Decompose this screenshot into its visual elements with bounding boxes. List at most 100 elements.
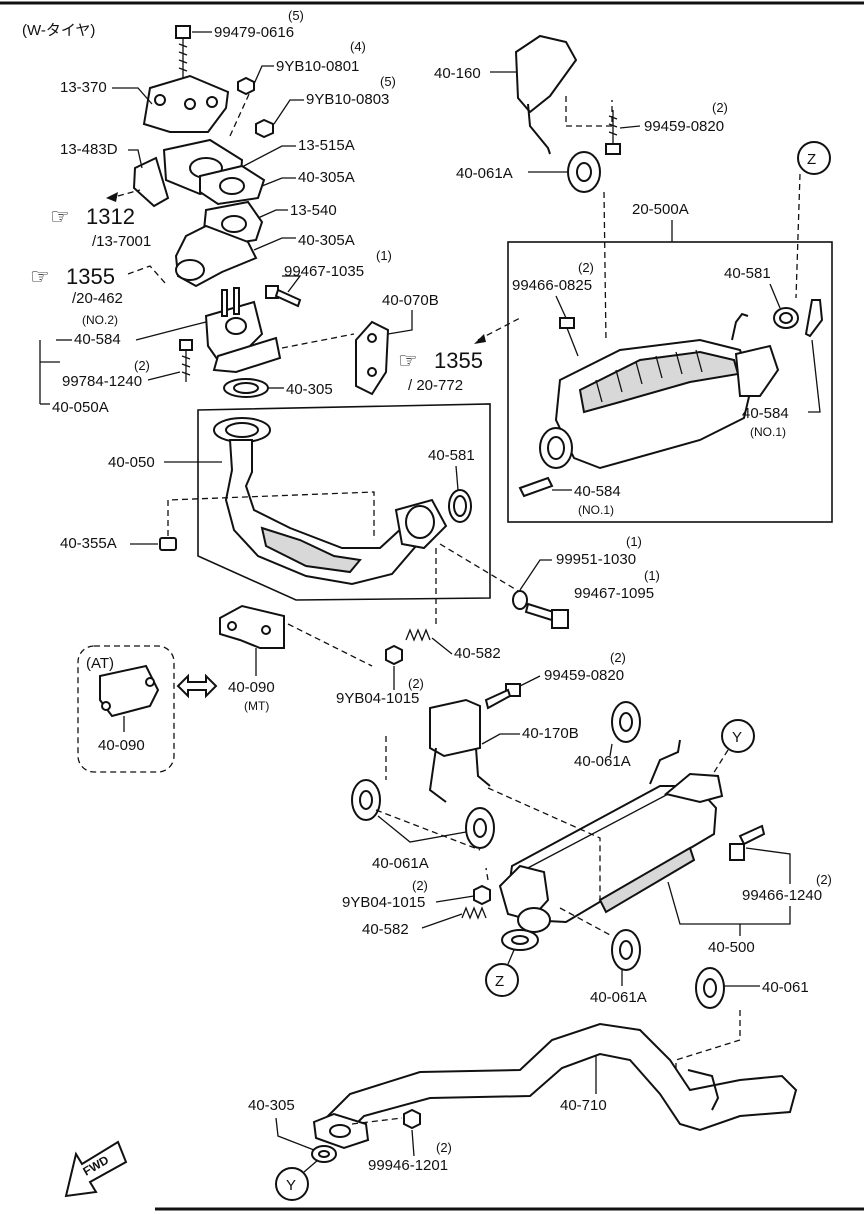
ref-1312[interactable]: ☞ 1312 /13-7001 (50, 204, 151, 250)
bolt-99479[interactable] (175, 25, 191, 82)
bolt-99467-1035[interactable] (265, 285, 302, 308)
part-40-582-lower-label: 40-582 (362, 921, 409, 938)
ref-1355-a-page: 1355 (66, 264, 115, 289)
bolt-99459-0820-top[interactable] (605, 110, 621, 155)
at-box-title: (AT) (86, 655, 114, 672)
part-13-370-label: 13-370 (60, 79, 107, 96)
nut-99946[interactable] (403, 1108, 421, 1130)
bolt-99466-1240[interactable] (729, 824, 766, 861)
at-variant-box (77, 645, 175, 773)
bolt-99466-0825-qty: (2) (578, 260, 594, 275)
part-13-483d-label: 13-483D (60, 141, 118, 158)
gasket-40-581-upper[interactable] (773, 307, 799, 329)
part-40-050a-label: 40-050A (52, 399, 109, 416)
muffler-40-500[interactable] (498, 739, 724, 951)
ref-1355-b-sub: / 20-772 (408, 377, 463, 394)
part-40-584-no2-label: 40-584 (74, 331, 121, 348)
bolt-99466-0825[interactable] (559, 317, 579, 357)
part-40-582-upper-label: 40-582 (454, 645, 501, 662)
bracket-40-050a[interactable] (204, 287, 282, 374)
variant-label: (W-タイヤ) (22, 22, 95, 39)
nut-9yb04-lower-label: 9YB04-1015 (342, 894, 425, 911)
at-box-part-label: 40-090 (98, 737, 145, 754)
ref-1312-hand-icon: ☞ (50, 204, 70, 229)
hanger-rubber-40-061a-left[interactable] (351, 779, 495, 849)
bracket-40-090-at[interactable] (99, 664, 160, 718)
washer-99951[interactable] (512, 590, 528, 610)
gasket-40-305-bottom[interactable] (311, 1145, 337, 1163)
nut-9yb10-0801[interactable] (237, 76, 255, 96)
ref-1355-b-hand-icon: ☞ (398, 348, 418, 373)
marker-y-bottom: Y (275, 1167, 309, 1201)
part-40-500-label: 40-500 (708, 939, 755, 956)
ref-1355-a-hand-icon: ☞ (30, 264, 50, 289)
part-40-355a-label: 40-355A (60, 535, 117, 552)
spring-40-582-lower[interactable] (461, 906, 487, 920)
bolt-99467-1035-qty: (1) (376, 248, 392, 263)
hanger-rubber-40-061a-mid[interactable] (611, 701, 641, 743)
o2-sensor-40-584-lower[interactable] (518, 476, 554, 498)
gasket-13-483d[interactable] (132, 156, 170, 208)
bolt-99459-0820-mid[interactable] (484, 683, 521, 710)
gasket-40-305a-2[interactable] (174, 224, 258, 288)
part-40-061-label: 40-061 (762, 979, 809, 996)
nut-99946-label: 99946-1201 (368, 1157, 448, 1174)
nut-9yb04-upper[interactable] (385, 644, 403, 666)
o2-sensor-40-584-upper[interactable] (804, 299, 824, 338)
part-40-584-no1-lower-note: (NO.1) (578, 503, 614, 517)
nut-40-355a[interactable] (159, 537, 177, 551)
bolt-99459-0820-top-qty: (2) (712, 100, 728, 115)
bolt-99459-0820-top-label: 99459-0820 (644, 118, 724, 135)
catalyst-box (507, 241, 833, 523)
fwd-arrow-icon: FWD (64, 1140, 128, 1198)
ref-1355-a[interactable]: ☞ 1355 /20-462 (30, 264, 123, 307)
bracket-40-170b[interactable] (428, 698, 491, 803)
nut-9yb04-lower[interactable] (473, 884, 491, 906)
part-13-540-label: 13-540 (290, 202, 337, 219)
bolt-99459-0820-mid-qty: (2) (610, 650, 626, 665)
bracket-40-090-mt[interactable] (219, 604, 285, 649)
part-40-170b-label: 40-170B (522, 725, 579, 742)
ref-1312-sub: /13-7001 (92, 233, 151, 250)
part-40-070b-label: 40-070B (382, 292, 439, 309)
part-40-584-no1-upper-label: 40-584 (742, 405, 789, 422)
ref-1355-a-sub: /20-462 (72, 290, 123, 307)
ref-1355-b[interactable]: ☞ 1355 / 20-772 (398, 348, 483, 394)
hanger-rubber-40-061[interactable] (695, 967, 725, 1009)
part-40-090-mt-label: 40-090 (228, 679, 275, 696)
part-40-581-upper-label: 40-581 (724, 265, 771, 282)
bolt-99784-qty: (2) (134, 358, 150, 373)
gasket-40-305[interactable] (223, 378, 269, 398)
hanger-rubber-40-061a-bottom[interactable] (611, 929, 641, 971)
nut-99946-qty: (2) (436, 1140, 452, 1155)
part-40-050-label: 40-050 (108, 454, 155, 471)
part-40-061a-left-label: 40-061A (372, 855, 429, 872)
nut-9yb10-0803-qty: (5) (380, 74, 396, 89)
bolt-99784[interactable] (179, 339, 193, 382)
nut-9yb10-0803[interactable] (255, 118, 274, 139)
heat-cover-13-370[interactable] (142, 74, 230, 133)
front-pipe-box (197, 403, 491, 601)
svg-text:Z: Z (495, 973, 504, 990)
gasket-40-581-lower[interactable] (448, 489, 472, 523)
marker-z-bottom: Z (485, 963, 519, 997)
catalytic-converter-20-500a[interactable] (539, 312, 780, 470)
bolt-99467-1095[interactable] (524, 602, 569, 629)
ref-1355-b-page: 1355 (434, 348, 483, 373)
part-40-061a-bottom-label: 40-061A (590, 989, 647, 1006)
nut-9yb10-0803-label: 9YB10-0803 (306, 91, 389, 108)
hanger-rubber-40-061a-top[interactable] (567, 151, 601, 193)
front-pipe-40-050[interactable] (213, 417, 448, 586)
nut-9yb04-upper-qty: (2) (408, 676, 424, 691)
gasket-40-305a-1[interactable] (199, 164, 266, 206)
spring-40-582-upper[interactable] (405, 628, 431, 642)
hanger-40-160[interactable] (514, 34, 578, 155)
bolt-99467-1095-label: 99467-1095 (574, 585, 654, 602)
part-13-515a-label: 13-515A (298, 137, 355, 154)
tail-pipe-40-710[interactable] (312, 1022, 798, 1150)
bolt-99466-0825-label: 99466-0825 (512, 277, 592, 294)
svg-text:Z: Z (807, 151, 816, 168)
arrow-head (106, 192, 118, 202)
nut-9yb10-0801-label: 9YB10-0801 (276, 58, 359, 75)
bracket-40-070b[interactable] (355, 320, 390, 396)
